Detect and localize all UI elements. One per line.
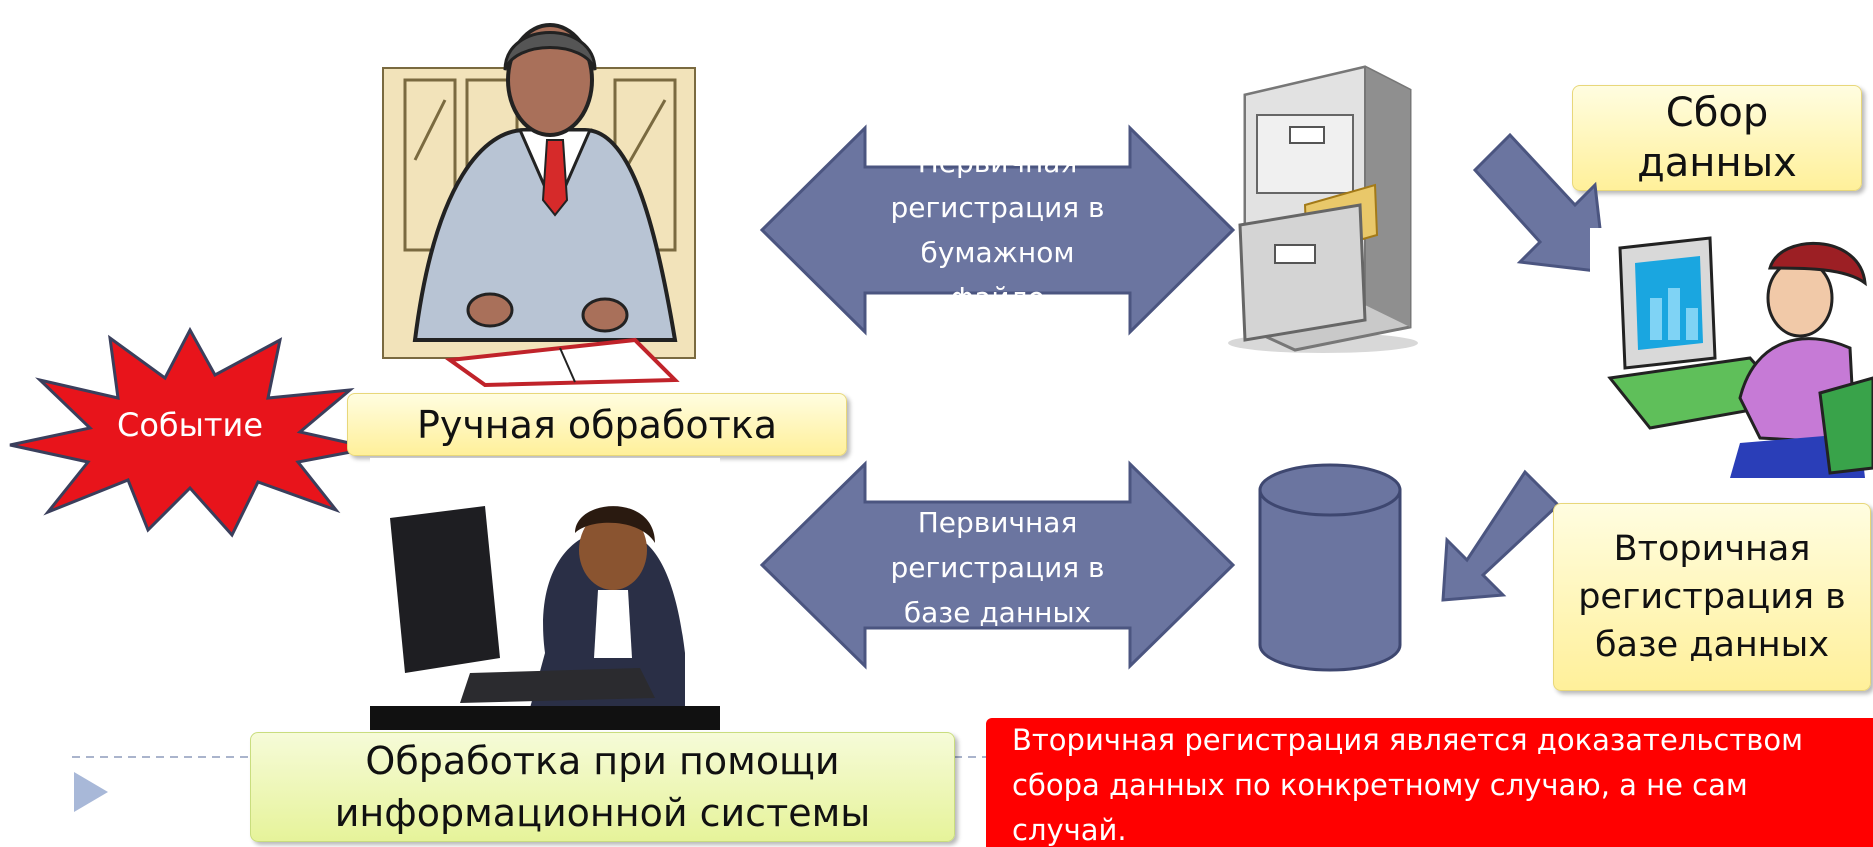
secondary-note: Вторичная регистрация является доказател… (986, 718, 1873, 847)
database-cylinder-icon (1258, 463, 1402, 672)
secondary-line-3: базе данных (1594, 625, 1830, 665)
analyst-at-computer-illustration (1590, 228, 1873, 478)
secondary-line-2: регистрация в (1578, 577, 1846, 617)
data-collection-text: Сбор данных (1637, 90, 1797, 186)
data-collection-label: Сбор данных (1572, 85, 1862, 191)
secondary-registration-label: Вторичная регистрация в базе данных (1553, 503, 1871, 691)
db-registration-text: Первичная регистрация в базе данных (860, 500, 1135, 635)
event-label: Событие (116, 406, 264, 444)
paper-registration-text: Первичная регистрация в бумажном файле (860, 140, 1135, 320)
woman-at-computer-photo (370, 458, 720, 730)
paper-line-1: Первичная (917, 146, 1078, 179)
secondary-note-text: Вторичная регистрация является доказател… (1012, 723, 1803, 847)
paper-line-3: бумажном (920, 236, 1075, 269)
is-processing-label: Обработка при помощи информационной сист… (250, 732, 955, 842)
db-line-1: Первичная (917, 506, 1078, 539)
secondary-line-1: Вторичная (1613, 529, 1811, 569)
is-processing-text: Обработка при помощи информационной сист… (334, 739, 871, 835)
clerk-writing-illustration (382, 23, 696, 388)
db-line-2: регистрация в (890, 551, 1105, 584)
event-burst (9, 326, 373, 538)
manual-processing-label: Ручная обработка (347, 393, 847, 456)
play-triangle-icon (74, 772, 108, 812)
db-line-3: базе данных (903, 596, 1092, 629)
paper-line-2: регистрация в (890, 191, 1105, 224)
paper-line-4: файле (950, 281, 1045, 314)
file-cabinet-icon (1228, 65, 1418, 353)
